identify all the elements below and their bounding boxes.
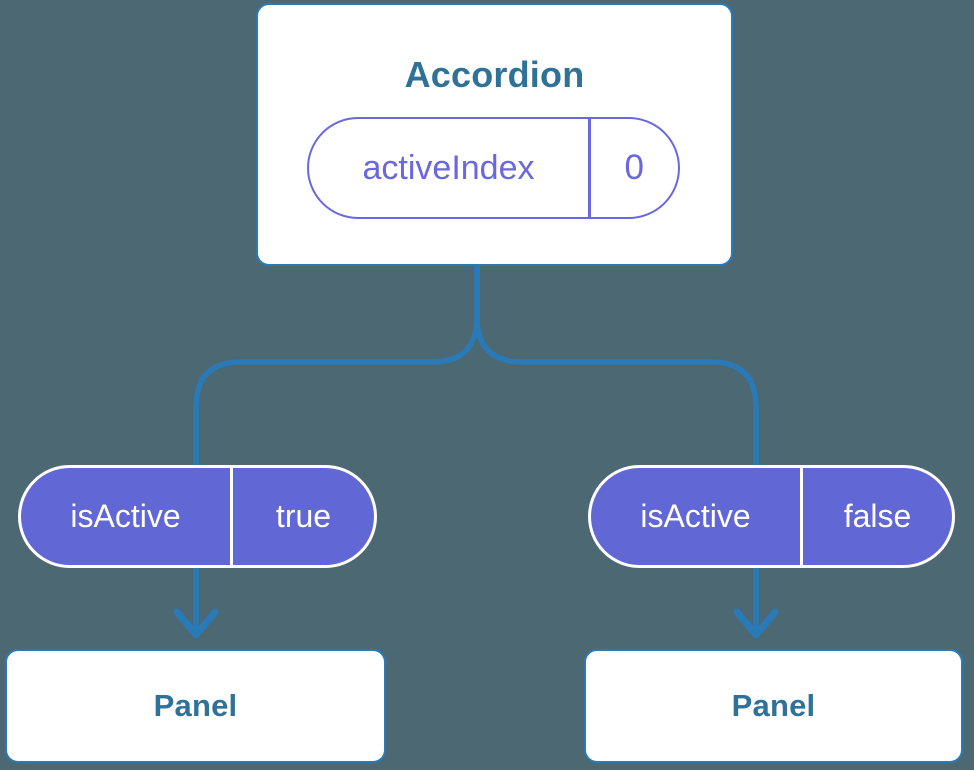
state-pill-name: activeIndex [362,148,535,187]
left-down-arrow-icon [173,608,219,639]
isactive-pill-right: isActive false [588,465,955,568]
panel-node-right: Panel [584,649,963,763]
state-pill-divider [588,119,591,217]
panel-title: Panel [731,688,816,723]
prop-pill-divider [230,468,233,565]
accordion-title: Accordion [404,54,585,95]
prop-pill-value: false [843,498,912,534]
prop-pill-name: isActive [70,498,181,534]
connector-left-branch [193,264,480,470]
panel-node-left: Panel [5,649,386,763]
prop-pill-value: true [275,498,332,534]
activeindex-state-pill: activeIndex 0 [307,117,680,219]
accordion-node: Accordion activeIndex 0 [256,3,733,266]
prop-pill-divider [800,468,803,565]
isactive-pill-left: isActive true [18,465,377,568]
connector-right-branch [474,264,759,470]
prop-pill-name: isActive [640,498,751,534]
right-down-arrow-icon [733,608,779,639]
panel-title: Panel [153,688,238,723]
state-pill-value: 0 [624,148,644,187]
